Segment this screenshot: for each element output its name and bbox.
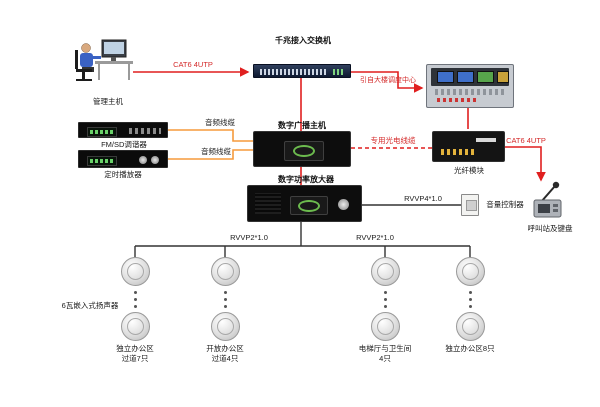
person-body [80, 53, 93, 67]
zone4-label-line1: 独立办公区8只 [445, 344, 495, 353]
zone2-label-line1: 开放办公区 [206, 344, 244, 353]
microphone-icon [552, 181, 560, 189]
person-head [81, 43, 91, 53]
more-speakers-ellipsis [467, 291, 473, 308]
timed-player-label: 定时播放器 [104, 170, 142, 179]
wire-switch-to-console [351, 71, 424, 93]
microphone-neck [540, 185, 556, 203]
desk-icon [95, 61, 133, 64]
zone3-label-line2: 4只 [379, 354, 391, 363]
wire-audio-tuner [168, 129, 253, 142]
ceiling-speaker [211, 312, 240, 341]
more-speakers-ellipsis [382, 291, 388, 308]
fiber-module-device [432, 131, 505, 162]
gigabit-switch-device [253, 64, 351, 78]
console-keys [435, 89, 505, 95]
console-screen-4 [497, 71, 509, 83]
ceiling-speaker [456, 312, 485, 341]
volume-controller-device [461, 194, 479, 216]
switch-leds [333, 69, 345, 75]
audio-cable-label-1: 音频线缆 [205, 118, 235, 127]
console-screen-1 [437, 71, 454, 83]
management-host-label: 管理主机 [93, 97, 123, 106]
console-panel [431, 68, 509, 86]
ceiling-speaker [371, 312, 400, 341]
dispatch-console-device [426, 64, 514, 108]
console-screen-3 [477, 71, 494, 83]
fiber-module-label: 光纤模块 [454, 166, 484, 175]
broadcast-host-title: 数字广播主机 [278, 121, 326, 130]
zone3-label-line1: 电梯厅与卫生间 [358, 344, 412, 353]
broadcast-host-device [253, 131, 351, 167]
tuner-label: FM/SD调谐器 [101, 140, 147, 149]
amplifier-title: 数字功率放大器 [278, 175, 334, 184]
ceiling-speaker [121, 312, 150, 341]
console-screen-2 [457, 71, 474, 83]
timed-player-device [78, 150, 168, 168]
monitor-stand [111, 57, 116, 61]
monitor-screen [104, 42, 124, 54]
volume-controller-label: 音量控制器 [486, 200, 524, 209]
chair-base [76, 79, 92, 81]
person-arm [90, 56, 101, 59]
audio-cable-label-2: 音频线缆 [201, 147, 231, 156]
more-speakers-ellipsis [222, 291, 228, 308]
ceiling-speaker [121, 257, 150, 286]
ceiling-speaker [456, 257, 485, 286]
call-station-label: 呼叫站及键盘 [527, 224, 573, 233]
ceiling-speaker [371, 257, 400, 286]
rvvp2-label-b: RVVP2*1.0 [356, 233, 394, 242]
speaker-type-label: 6瓦嵌入式扬声器 [61, 301, 119, 310]
cat6-top-label: CAT6 4UTP [173, 60, 213, 69]
rvvp2-label-a: RVVP2*1.0 [230, 233, 268, 242]
more-speakers-ellipsis [132, 291, 138, 308]
cat6-right-label: CAT6 4UTP [506, 136, 546, 145]
wire-cat6-right [505, 146, 546, 182]
console-buttons [437, 98, 477, 102]
optical-cable-label: 专用光电线缆 [370, 136, 416, 145]
call-station-device [533, 181, 562, 218]
call-station-keypad [538, 204, 550, 213]
ceiling-speaker [211, 257, 240, 286]
management-host-figure [75, 39, 133, 81]
dispatch-feed-label: 引自大楼调度中心 [360, 77, 416, 84]
switch-title: 千兆接入交换机 [275, 36, 331, 45]
power-amplifier-device [247, 185, 362, 222]
chair-back [75, 50, 78, 69]
fm-sd-tuner-device [78, 122, 168, 138]
zone1-label-line2: 过道7只 [121, 354, 149, 363]
wire-audio-player [168, 149, 253, 160]
chair-seat [76, 69, 92, 72]
zone2-label-line2: 过道4只 [211, 354, 239, 363]
zone1-label-line1: 独立办公区 [116, 344, 154, 353]
switch-ports [260, 69, 328, 75]
rvvp4-label: RVVP4*1.0 [404, 194, 442, 203]
